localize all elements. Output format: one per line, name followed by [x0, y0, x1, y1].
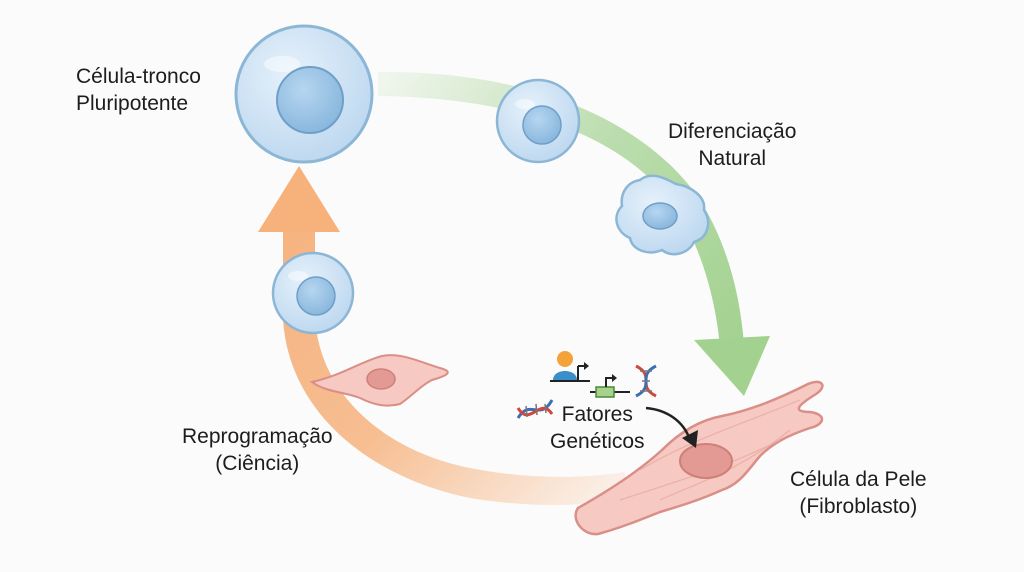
skin-cell-label: Célula da Pele (Fibroblasto)	[790, 466, 927, 520]
small-fibroblast	[309, 354, 449, 407]
scientist-icon	[550, 351, 590, 382]
genetic-factors-label: Fatores Genéticos	[550, 401, 645, 455]
skin-cell-label-line2: (Fibroblasto)	[799, 495, 918, 518]
genetic-factors-label-line1: Fatores	[561, 403, 633, 426]
genetic-factor-arrow	[645, 406, 698, 448]
pluripotent-label-line2: Pluripotente	[76, 92, 189, 115]
reprogramming-label-line2: (Ciência)	[215, 452, 300, 475]
skin-cell-label-line1: Célula da Pele	[790, 468, 927, 491]
differentiation-label-line2: Natural	[698, 147, 767, 170]
differentiation-label: Diferenciação Natural	[668, 118, 796, 172]
intermediate-cell	[495, 78, 581, 164]
differentiation-label-line1: Diferenciação	[668, 120, 797, 143]
dna-helix-icon	[635, 364, 657, 398]
differentiating-cell	[615, 174, 710, 256]
pluripotent-stem-cell	[234, 24, 374, 164]
genetic-factors-label-line2: Genéticos	[550, 430, 645, 453]
dna-helix-icon	[516, 399, 554, 419]
pluripotent-label-line1: Célula-tronco	[76, 65, 201, 88]
reprogramming-arrow	[258, 166, 625, 505]
reprogramming-cell	[271, 251, 355, 335]
reprogramming-label-line1: Reprogramação	[182, 425, 333, 448]
pluripotent-stem-cell-label: Célula-tronco Pluripotente	[76, 63, 201, 117]
skin-fibroblast-cell	[574, 380, 824, 536]
gene-promoter-icon	[590, 374, 630, 398]
reprogramming-label: Reprogramação (Ciência)	[182, 423, 333, 477]
differentiation-arrow	[378, 71, 770, 396]
